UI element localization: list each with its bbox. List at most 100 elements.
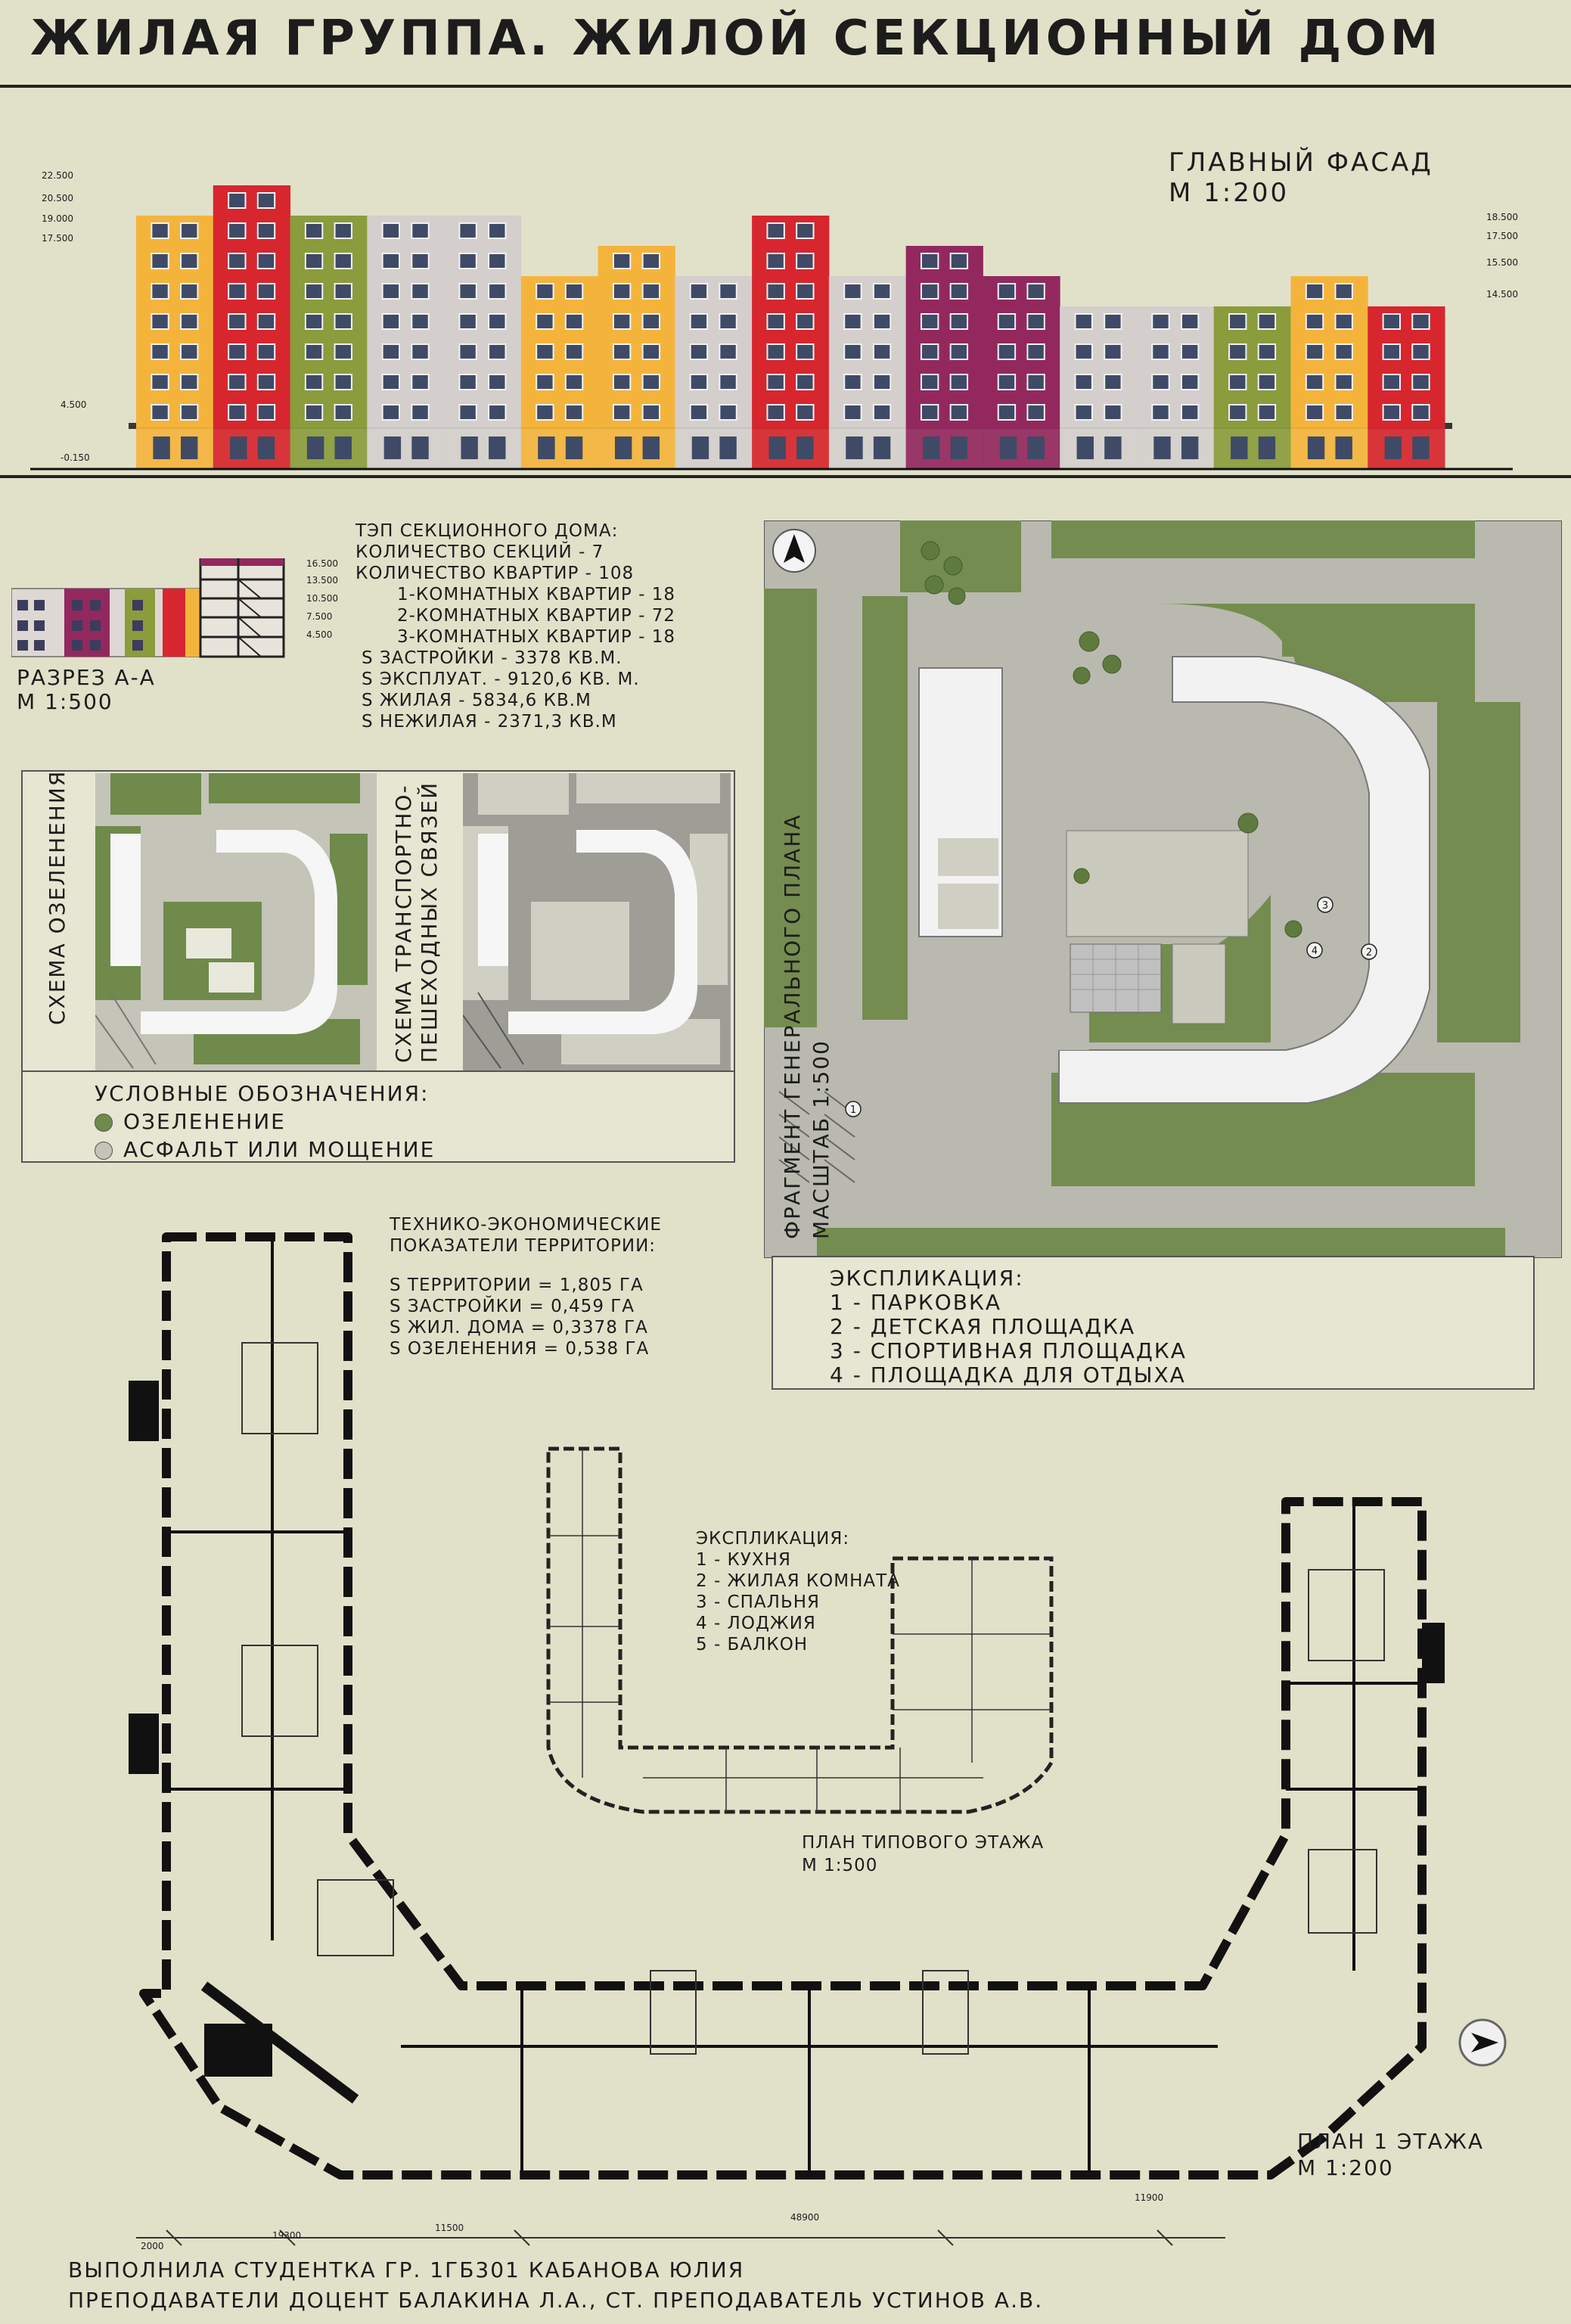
facade-shop-window xyxy=(1231,437,1248,459)
facade-section xyxy=(983,276,1060,427)
facade-window xyxy=(1257,313,1277,330)
explication-item: 3 - СПОРТИВНАЯ ПЛОЩАДКА xyxy=(830,1338,1187,1363)
facade-shop-window xyxy=(230,437,247,459)
facade-ground-floor xyxy=(1290,427,1368,469)
marker-parking: 1 xyxy=(850,1105,856,1116)
facade-window xyxy=(1411,374,1430,390)
explication-item: 2 - ДЕТСКАЯ ПЛОЩАДКА xyxy=(830,1314,1136,1339)
facade-window xyxy=(997,374,1017,390)
level-mark: 10.500 xyxy=(306,593,338,604)
facade-window xyxy=(228,313,247,330)
facade-section xyxy=(1290,276,1368,427)
facade-window xyxy=(151,404,169,421)
facade-window xyxy=(381,222,401,239)
facade-window xyxy=(304,283,324,300)
facade-window xyxy=(843,343,862,360)
level-mark: 20.500 xyxy=(42,193,73,204)
facade-window xyxy=(997,404,1017,421)
facade-window xyxy=(1305,283,1324,300)
facade-window xyxy=(381,374,401,390)
facade-window xyxy=(334,222,352,239)
facade-section xyxy=(1368,306,1445,427)
facade-window xyxy=(411,283,430,300)
facade-ground-floor xyxy=(1060,427,1138,469)
facade-window xyxy=(949,343,969,360)
typical-explication-item: 3 - СПАЛЬНЯ xyxy=(696,1592,820,1612)
facade-window xyxy=(256,283,276,300)
facade-ground-floor xyxy=(983,427,1060,469)
facade-section xyxy=(290,216,368,427)
facade-window xyxy=(689,374,709,390)
facade-window xyxy=(411,313,430,330)
facade-window xyxy=(1180,404,1200,421)
schemes-panel: СХЕМА ОЗЕЛЕНЕНИЯ СХЕМА ТРАНСПОРТНО- ПЕШЕ… xyxy=(21,770,735,1163)
facade-window xyxy=(641,283,660,300)
facade-window xyxy=(334,343,352,360)
territory-indicators: ТЕХНИКО-ЭКОНОМИЧЕСКИЕ ПОКАЗАТЕЛИ ТЕРРИТО… xyxy=(390,1214,662,1359)
typical-floor-plan-drawing xyxy=(546,1446,1054,1814)
facade-window xyxy=(766,404,785,421)
facade-shop-window xyxy=(1027,437,1045,459)
legend-item-asphalt: АСФАЛЬТ ИЛИ МОЩЕНИЕ xyxy=(95,1138,435,1162)
facade-window xyxy=(689,283,709,300)
dimension-label: 48900 xyxy=(790,2212,820,2223)
facade-ground-floor xyxy=(752,427,830,469)
facade-window xyxy=(1334,343,1353,360)
facade-window xyxy=(564,283,584,300)
facade-window xyxy=(1026,313,1045,330)
facade-window xyxy=(796,313,815,330)
territory-line: S ЗАСТРОЙКИ = 0,459 ГА xyxy=(390,1297,635,1316)
facade-window xyxy=(488,253,507,269)
facade-shop-window xyxy=(565,437,583,459)
transport-scheme-title-1: СХЕМА ТРАНСПОРТНО- xyxy=(391,784,416,1063)
facade-window xyxy=(1257,374,1277,390)
facade-shop-window xyxy=(538,437,555,459)
facade-window xyxy=(1334,404,1353,421)
facade-window xyxy=(304,374,324,390)
facade-window xyxy=(151,253,169,269)
facade-window xyxy=(1305,374,1324,390)
facade-window xyxy=(381,343,401,360)
facade-window xyxy=(564,404,584,421)
facade-window xyxy=(151,222,169,239)
facade-window xyxy=(921,283,939,300)
facade-window xyxy=(411,343,430,360)
facade-shop-window xyxy=(306,437,324,459)
facade-window xyxy=(458,222,477,239)
marker-rest: 4 xyxy=(1312,946,1318,957)
facade-window xyxy=(256,374,276,390)
facade-window xyxy=(1074,343,1093,360)
facade-shop-window xyxy=(999,437,1017,459)
facade-window xyxy=(1026,374,1045,390)
level-mark: -0.150 xyxy=(61,452,90,463)
facade-section xyxy=(444,216,522,427)
section-scale: М 1:500 xyxy=(17,689,113,714)
level-mark: 14.500 xyxy=(1486,289,1518,300)
facade-window xyxy=(334,404,352,421)
level-mark: 17.500 xyxy=(42,233,73,244)
facade-window xyxy=(151,343,169,360)
facade-window xyxy=(641,343,660,360)
tep-line: 2-КОМНАТНЫХ КВАРТИР - 72 xyxy=(397,606,675,626)
facade-shop-window xyxy=(923,437,940,459)
facade-window xyxy=(1180,313,1200,330)
facade-window xyxy=(1026,404,1045,421)
tep-line: S ЗАСТРОЙКИ - 3378 КВ.М. xyxy=(362,648,623,668)
typical-explication-item: 5 - БАЛКОН xyxy=(696,1635,809,1654)
facade-window xyxy=(1411,313,1430,330)
facade-window xyxy=(921,404,939,421)
facade-separator xyxy=(0,475,1571,478)
facade-shop-window xyxy=(846,437,863,459)
facade-ground-floor xyxy=(1136,427,1215,469)
facade-shop-window xyxy=(642,437,660,459)
typical-floor-title: ПЛАН ТИПОВОГО ЭТАЖА xyxy=(802,1833,1045,1853)
facade-window xyxy=(612,313,632,330)
tep-title: ТЭП СЕКЦИОННОГО ДОМА: xyxy=(355,521,619,541)
marker-sports: 3 xyxy=(1322,900,1328,912)
facade-window xyxy=(1151,404,1170,421)
legend-title: УСЛОВНЫЕ ОБОЗНАЧЕНИЯ: xyxy=(95,1081,430,1106)
grey-swatch-icon xyxy=(95,1142,113,1160)
facade-shop-window xyxy=(873,437,891,459)
facade-window xyxy=(843,283,862,300)
facade-window xyxy=(564,374,584,390)
